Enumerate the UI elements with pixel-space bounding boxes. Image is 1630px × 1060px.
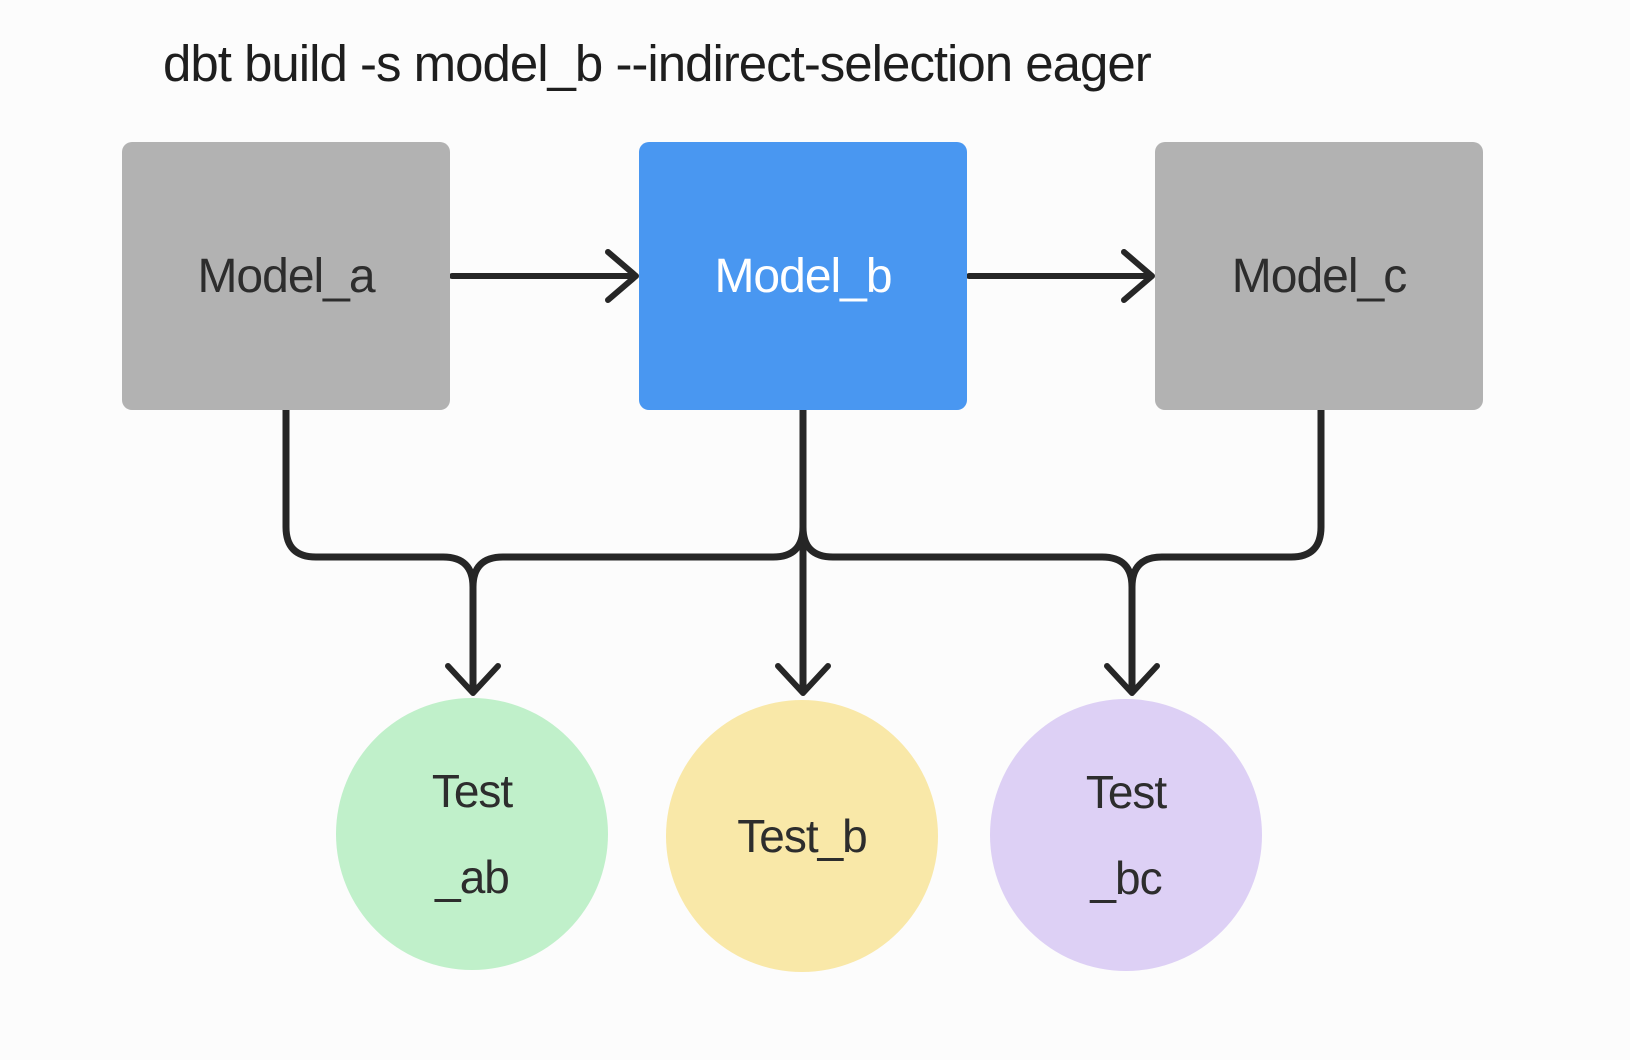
test-ab-node: Test _ab: [336, 698, 608, 970]
page-title: dbt build -s model_b --indirect-selectio…: [163, 35, 1152, 92]
test-ab-label-line2: _ab: [435, 851, 510, 903]
edge-model-a-to-model-b-arrowhead-icon: [605, 249, 639, 303]
edge-test-ab-arrowhead-icon: [445, 663, 501, 696]
edge-test-bc-arrowhead-icon: [1104, 663, 1160, 696]
test-ab-label-line1: Test: [431, 765, 513, 817]
test-bc-node: Test _bc: [990, 699, 1262, 971]
model-c-node: Model_c: [1155, 142, 1483, 410]
test-b-label: Test_b: [737, 810, 868, 862]
test-bc-label-line2: _bc: [1090, 852, 1162, 904]
model-b-label: Model_b: [714, 249, 892, 303]
model-a-node: Model_a: [122, 142, 450, 410]
edge-model-b-to-test-ab-line: [469, 404, 807, 694]
test-b-node: Test_b: [666, 700, 938, 972]
test-bc-label-line1: Test: [1085, 766, 1167, 818]
model-a-label: Model_a: [197, 249, 375, 303]
edge-model-a-to-test-ab-line: [282, 406, 477, 694]
edge-test-b-arrowhead-icon: [775, 663, 831, 696]
edge-model-b-to-test-bc-line: [799, 404, 1136, 694]
model-b-node: Model_b: [639, 142, 967, 410]
edge-model-c-to-test-bc-line: [1128, 406, 1325, 694]
edge-model-b-to-model-c-arrowhead-icon: [1121, 249, 1155, 303]
model-c-label: Model_c: [1231, 249, 1407, 303]
